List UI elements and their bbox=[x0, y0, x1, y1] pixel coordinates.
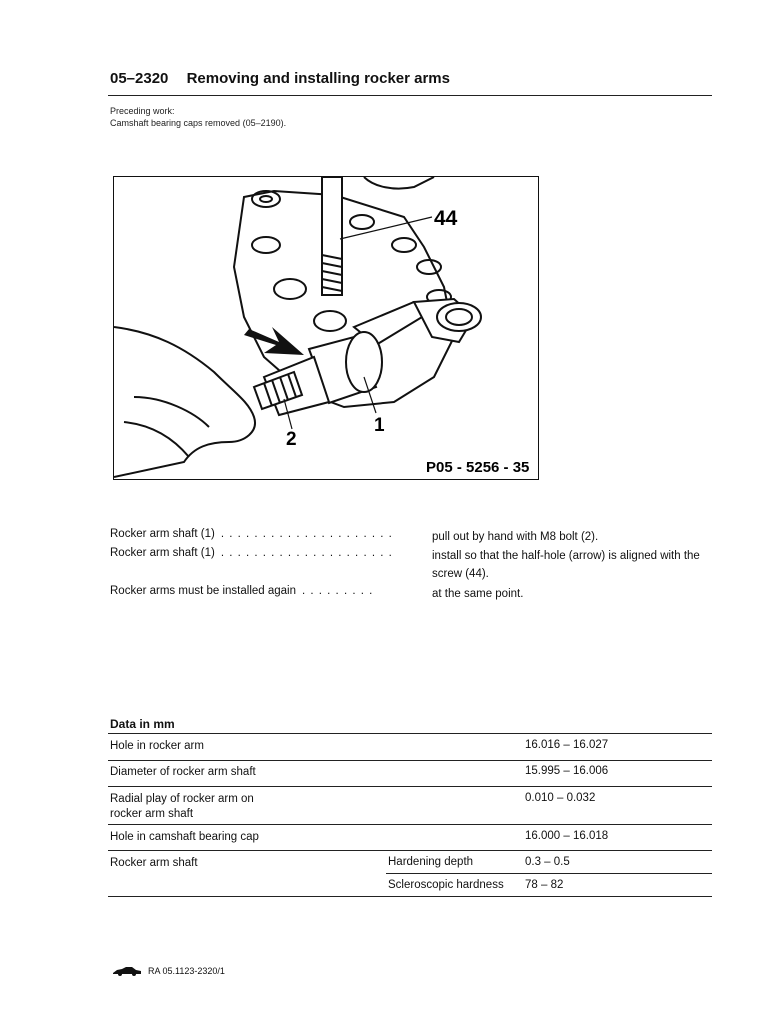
row-value: 15.995 – 16.006 bbox=[525, 765, 609, 777]
row-value: 16.016 – 16.027 bbox=[525, 739, 609, 751]
instruction-row: Rocker arms must be installed again . . .… bbox=[110, 585, 710, 604]
row-label: Diameter of rocker arm shaft bbox=[110, 766, 256, 778]
footer-ref: RA 05.1123-2320/1 bbox=[148, 966, 225, 976]
table-rule bbox=[108, 824, 712, 825]
row-label: Hole in rocker arm bbox=[110, 740, 204, 752]
table-rule bbox=[108, 896, 712, 897]
table-rule bbox=[108, 733, 712, 734]
leader-dots: . . . . . . . . . . . . . . . . . . . . … bbox=[220, 528, 393, 540]
section-title: Removing and installing rocker arms bbox=[186, 70, 450, 87]
section-code: 05–2320 bbox=[110, 70, 169, 87]
row-value: 0.010 – 0.032 bbox=[525, 792, 596, 804]
row-value: 78 – 82 bbox=[525, 879, 564, 891]
instruction-row: Rocker arm shaft (1) . . . . . . . . . . … bbox=[110, 528, 710, 547]
table-rule bbox=[108, 786, 712, 787]
instruction-item: Rocker arm shaft (1) bbox=[110, 547, 215, 559]
instruction-action: pull out by hand with M8 bolt (2). bbox=[432, 531, 599, 543]
rocker-arm-illustration: 44 1 2 P05 - 5256 - 35 bbox=[114, 177, 529, 478]
instruction-action: at the same point. bbox=[432, 588, 524, 600]
footer: RA 05.1123-2320/1 bbox=[112, 966, 225, 976]
row-label: Hole in camshaft bearing cap bbox=[110, 831, 259, 843]
title-rule bbox=[108, 95, 712, 96]
car-icon bbox=[113, 967, 141, 976]
page-title: 05–2320 Removing and installing rocker a… bbox=[110, 70, 450, 87]
alignment-arrow-icon bbox=[244, 327, 304, 355]
row-value: 0.3 – 0.5 bbox=[525, 856, 570, 868]
illustration-figure: 44 1 2 P05 - 5256 - 35 bbox=[113, 176, 539, 480]
instructions: Rocker arm shaft (1) . . . . . . . . . . … bbox=[110, 528, 710, 604]
row-sub-label: Hardening depth bbox=[388, 856, 474, 868]
table-rule bbox=[386, 873, 712, 874]
figure-id: P05 - 5256 - 35 bbox=[426, 459, 529, 476]
instruction-item: Rocker arms must be installed again bbox=[110, 585, 296, 597]
row-value: 16.000 – 16.018 bbox=[525, 830, 609, 842]
instruction-action: install so that the half-hole (arrow) is… bbox=[432, 550, 700, 580]
row-sub-label: Scleroscopic hardness bbox=[388, 879, 504, 891]
preceding-label: Preceding work: bbox=[110, 106, 175, 116]
preceding-text: Camshaft bearing caps removed (05–2190). bbox=[110, 118, 287, 128]
leader-dots: . . . . . . . . . . . . . . . . . . . . … bbox=[220, 547, 393, 559]
callout-2: 2 bbox=[286, 429, 297, 450]
leader-dots: . . . . . . . . . bbox=[302, 585, 374, 597]
callout-44: 44 bbox=[434, 207, 458, 230]
row-label: Radial play of rocker arm on rocker arm … bbox=[110, 793, 254, 820]
instruction-row: Rocker arm shaft (1) . . . . . . . . . . … bbox=[110, 547, 710, 585]
callout-1: 1 bbox=[374, 415, 385, 436]
row-label: Rocker arm shaft bbox=[110, 857, 198, 869]
table-rule bbox=[108, 760, 712, 761]
data-table-title: Data in mm bbox=[110, 717, 175, 731]
table-rule bbox=[108, 850, 712, 851]
instruction-item: Rocker arm shaft (1) bbox=[110, 528, 215, 540]
